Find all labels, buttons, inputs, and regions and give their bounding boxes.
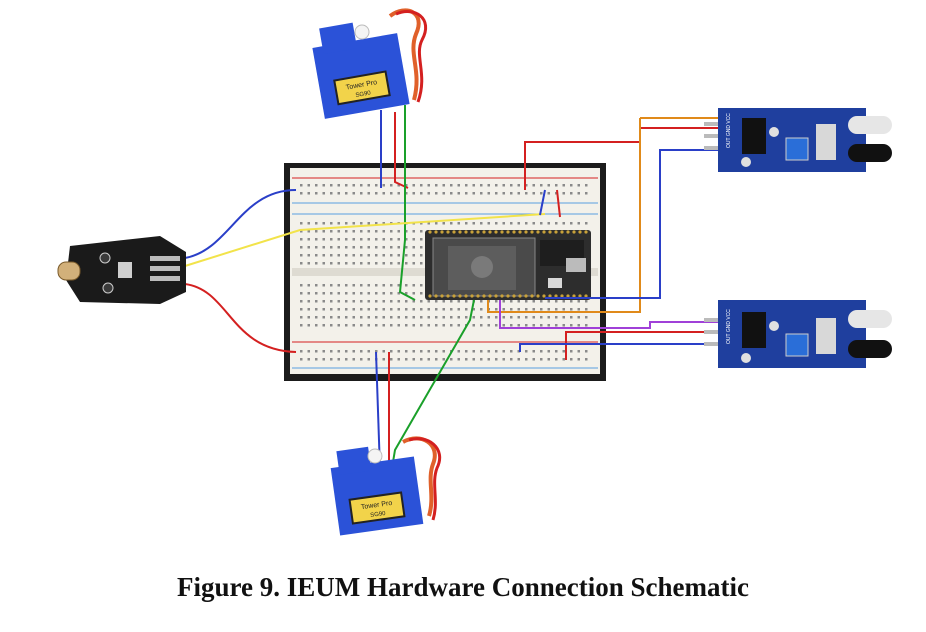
wire-rail-blue bbox=[539, 189, 546, 216]
wire-ir-bottom-purple bbox=[499, 300, 718, 329]
esp32-pins bbox=[428, 230, 588, 298]
servo-motor-top: Tower Pro SG90 bbox=[312, 8, 428, 119]
wire-light-sensor-yellow bbox=[184, 213, 546, 267]
wire-bottom-servo-green bbox=[392, 299, 475, 463]
ir-bottom-pin-labels: OUT GND VCC bbox=[726, 309, 732, 344]
wire-light-sensor-blue bbox=[184, 189, 297, 259]
wire-ir-bottom-red bbox=[565, 331, 718, 360]
wire-top-servo-green bbox=[398, 105, 416, 301]
esp32-board bbox=[425, 230, 591, 300]
hardware-schematic: Tower Pro SG90 Tower Pro SG90 bbox=[57, 8, 892, 536]
wire-rail-red bbox=[556, 189, 561, 218]
servo-bottom-brand: Tower Pro bbox=[361, 500, 393, 511]
wire-ir-bottom-blue bbox=[519, 343, 718, 352]
servo-motor-bottom: Tower Pro SG90 bbox=[330, 436, 442, 536]
wires bbox=[184, 105, 718, 471]
servo-top-model: SG90 bbox=[355, 90, 372, 99]
wire-top-servo-red bbox=[394, 112, 409, 189]
ir-top-pin-labels: OUT GND VCC bbox=[726, 113, 732, 148]
wire-light-sensor-red bbox=[184, 283, 297, 353]
servo-bottom-model: SG90 bbox=[370, 511, 387, 519]
figure-caption: Figure 9. IEUM Hardware Connection Schem… bbox=[177, 572, 749, 602]
light-sensor-module bbox=[57, 236, 186, 304]
wire-ir-top-blue bbox=[545, 149, 718, 299]
ir-sensor-bottom: OUT GND VCC bbox=[704, 300, 892, 368]
ir-sensor-top: OUT GND VCC bbox=[704, 108, 892, 172]
wire-ir-top-orange bbox=[487, 117, 718, 313]
